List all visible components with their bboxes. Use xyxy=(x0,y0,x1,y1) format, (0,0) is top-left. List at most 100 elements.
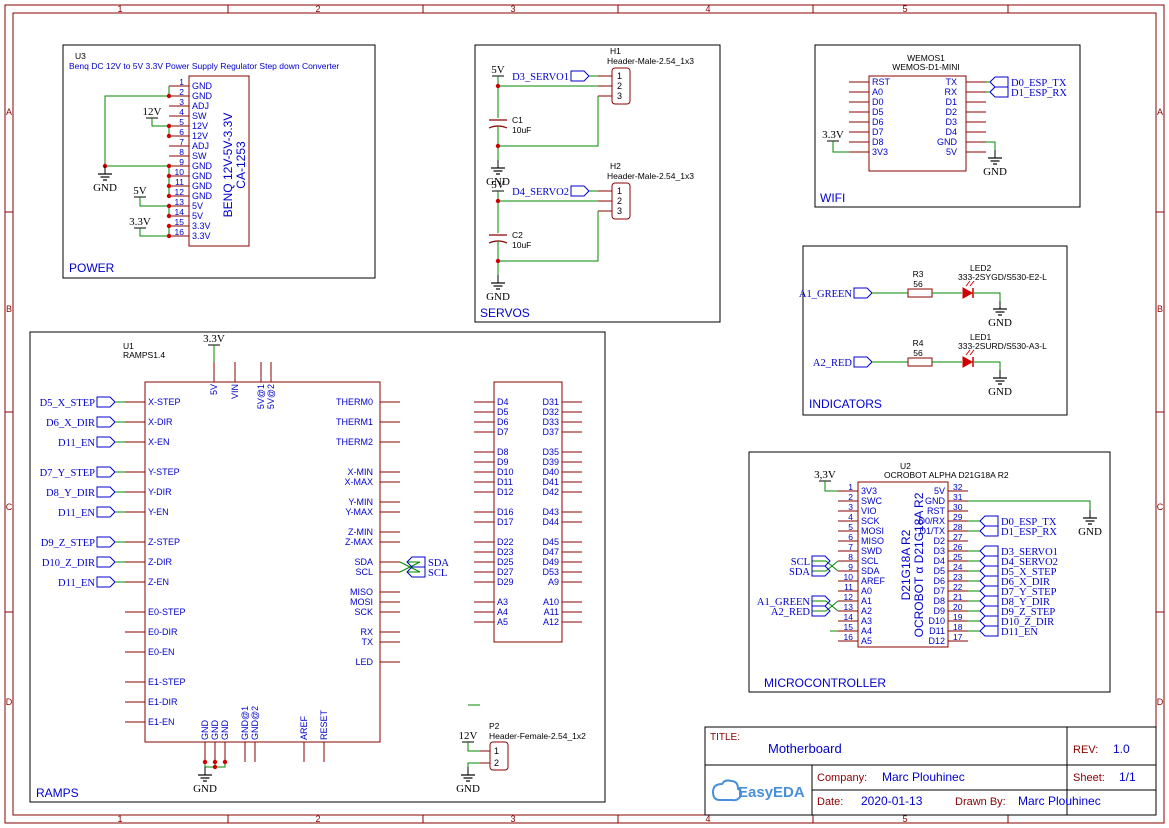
frame-column-label: 5 xyxy=(902,814,907,824)
net-flag xyxy=(811,565,831,577)
net-label: D1_ESP_RX xyxy=(1001,527,1057,538)
wire xyxy=(104,86,170,167)
block-title: MICROCONTROLLER xyxy=(764,676,886,690)
pin-name: MISO xyxy=(350,587,373,597)
pin-name: D5 xyxy=(872,107,884,117)
wire xyxy=(812,560,839,572)
led-ray xyxy=(969,349,975,356)
pin-number: 3 xyxy=(848,502,853,512)
pin-name: D9 xyxy=(497,457,509,467)
junction-dot xyxy=(166,123,172,129)
pin-name: D25 xyxy=(497,557,514,567)
pin-name: D1 xyxy=(945,97,957,107)
gnd-label: GND xyxy=(1078,526,1102,538)
pin-name: MOSI xyxy=(861,526,884,536)
pin-number: 15 xyxy=(175,217,185,227)
net-label: SCL xyxy=(791,557,810,568)
part-body-label: D21G18A R2 xyxy=(899,529,913,600)
pin-name: A11 xyxy=(544,607,559,617)
pin-name: 3V3 xyxy=(861,486,877,496)
rev-value: 1.0 xyxy=(1113,742,1130,756)
gnd-label: GND xyxy=(93,182,117,194)
net-flag xyxy=(570,70,590,82)
gnd-label: GND xyxy=(486,176,510,188)
frame-row-label: C xyxy=(6,502,13,512)
ref-designator: WEMOS1 xyxy=(907,53,945,63)
pin-name: A0 xyxy=(872,87,883,97)
pin-name: 12V xyxy=(192,121,208,131)
net-label: A1_GREEN xyxy=(799,289,852,300)
pin-name: 3.3V xyxy=(192,231,211,241)
net-flag xyxy=(979,525,999,537)
wire xyxy=(399,561,421,573)
pin-name: D4 xyxy=(497,397,509,407)
net-flag xyxy=(989,76,1009,88)
ref-designator: LED1 xyxy=(970,332,992,342)
wire xyxy=(467,742,480,752)
net-label: D11_EN xyxy=(58,438,95,449)
pin-number: 3 xyxy=(617,91,622,101)
net-flag xyxy=(979,565,999,577)
resistor-body xyxy=(907,288,933,298)
pin-number: 16 xyxy=(175,227,185,237)
pin-number: 8 xyxy=(848,552,853,562)
ref-designator: LED2 xyxy=(970,263,992,273)
pin-number: 11 xyxy=(175,177,184,187)
pin-number: 16 xyxy=(844,632,854,642)
pin-name: Y-DIR xyxy=(148,487,172,497)
pin-name: D8 xyxy=(872,137,884,147)
net-label: D4_SERVO2 xyxy=(1001,557,1058,568)
net-flag xyxy=(96,436,116,448)
pin-number: 15 xyxy=(844,622,854,632)
net-flag xyxy=(96,396,116,408)
pin-name: Z-STEP xyxy=(148,537,180,547)
block-title: POWER xyxy=(69,261,115,275)
pin-number: 26 xyxy=(953,542,963,552)
pin-name: A2 xyxy=(861,606,872,616)
wire xyxy=(498,211,599,262)
pin-name: RX xyxy=(360,627,373,637)
microcontroller-block xyxy=(748,451,1111,693)
pin-number: 9 xyxy=(179,157,184,167)
junction-dot xyxy=(495,143,501,149)
pin-name: 5V xyxy=(946,147,957,157)
sheet-frame xyxy=(4,4,1165,824)
pin-number: 31 xyxy=(953,492,963,502)
pin-name: Y-STEP xyxy=(148,467,180,477)
net-flag xyxy=(979,625,999,637)
pin-number: 9 xyxy=(848,562,853,572)
net-label: D0_ESP_TX xyxy=(1011,78,1067,89)
resistor-body xyxy=(907,357,933,367)
pin-number: 12 xyxy=(175,187,185,197)
pin-number: 14 xyxy=(844,612,854,622)
pin-name: GND xyxy=(192,91,213,101)
wire xyxy=(139,226,170,237)
frame-row-label: C xyxy=(1157,502,1164,512)
junction-dot xyxy=(166,183,172,189)
pin-name: SW xyxy=(192,111,207,121)
pin-name: D6 xyxy=(497,417,509,427)
net-label: D3_SERVO1 xyxy=(512,72,569,83)
pin-name: D0/RX xyxy=(918,516,945,526)
pin-name: GND xyxy=(220,720,230,741)
part-value: 333-2SYGD/S530-E2-L xyxy=(958,272,1047,282)
part-body-label: BENQ 12V-5V-3.3V xyxy=(221,113,235,218)
pin-name: SW xyxy=(192,151,207,161)
led-ray xyxy=(965,280,971,287)
junction-dot xyxy=(166,223,172,229)
pin-number: 25 xyxy=(953,552,963,562)
part-value: 10uF xyxy=(512,240,531,250)
pin-name: D7 xyxy=(872,127,884,137)
ref-designator: R4 xyxy=(913,338,924,348)
junction-dot xyxy=(166,233,172,239)
net-flag xyxy=(96,536,116,548)
pin-number: 18 xyxy=(953,622,963,632)
net-label: D7_Y_STEP xyxy=(1001,587,1057,598)
pin-name: D27 xyxy=(497,567,514,577)
ref-designator: H2 xyxy=(610,161,621,171)
pin-number: 30 xyxy=(953,502,963,512)
drawn-by-value: Marc Plouhinec xyxy=(1018,794,1101,808)
pin-name: 5V@2 xyxy=(266,384,276,409)
net-flag xyxy=(979,575,999,587)
pin-name: E0-EN xyxy=(148,647,175,657)
